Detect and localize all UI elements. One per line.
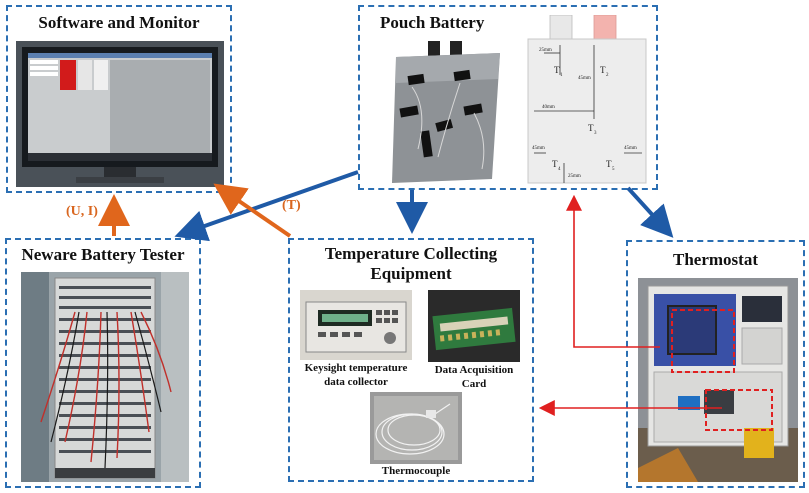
keysight-caption-line1: Keysight temperature (304, 362, 408, 374)
svg-text:T: T (600, 65, 606, 75)
arrow-label-t: (T) (282, 198, 301, 213)
keysight-caption-line2: data collector (324, 376, 388, 388)
sensor-t4-label: T 4 (552, 159, 561, 172)
data-acquisition-card-photo (428, 290, 520, 362)
software-monitor-title: Software and Monitor (38, 13, 200, 32)
temperature-equipment-title-line2: Equipment (370, 264, 452, 283)
svg-text:2: 2 (606, 73, 609, 78)
pouch-battery-schematic: 25mm 45mm 40mm 45mm 45mm 25mm T 1 T 2 T … (520, 15, 656, 187)
thermostat-box: Thermostat (626, 240, 805, 488)
dim-label-6: 25mm (568, 174, 581, 179)
svg-text:4: 4 (558, 167, 561, 172)
svg-text:1: 1 (560, 73, 563, 78)
dim-label-1: 25mm (539, 48, 552, 53)
thermocouple-photo (370, 392, 462, 464)
arrow-pouch-to-thermostat (626, 186, 674, 238)
sensor-t2-label: T 2 (600, 65, 609, 78)
daq-caption-line1: Data Acquisition (434, 364, 514, 376)
pouch-battery-box: Pouch Battery (358, 5, 658, 190)
daq-caption-line2: Card (461, 378, 487, 390)
svg-text:T: T (588, 123, 594, 133)
dim-label-5: 45mm (624, 146, 637, 151)
svg-text:T: T (554, 65, 560, 75)
pouch-battery-title: Pouch Battery (380, 13, 485, 32)
neware-tester-box: Neware Battery Tester (5, 238, 201, 488)
software-monitor-box: Software and Monitor (6, 5, 232, 193)
svg-text:T: T (606, 159, 612, 169)
pouch-battery-photo (388, 39, 506, 185)
svg-text:T: T (552, 159, 558, 169)
dim-label-4: 45mm (532, 146, 545, 151)
arrow-label-ui: (U, I) (66, 204, 98, 219)
monitor-photo (16, 41, 224, 187)
temperature-equipment-title-line1: Temperature Collecting (324, 244, 498, 263)
neware-tester-title: Neware Battery Tester (21, 245, 185, 264)
dim-label-2: 45mm (578, 76, 591, 81)
sensor-t3-label: T 3 (588, 123, 597, 136)
dim-label-3: 40mm (542, 105, 555, 110)
svg-text:3: 3 (594, 131, 597, 136)
sensor-t1-label: T 1 (554, 65, 563, 78)
arrow-temperature-to-software (213, 183, 292, 238)
thermostat-title: Thermostat (673, 250, 758, 269)
sensor-t5-label: T 5 (606, 159, 615, 172)
thermocouple-caption: Thermocouple (381, 465, 451, 477)
keysight-collector-photo (300, 290, 412, 360)
thermostat-photo (638, 278, 798, 482)
svg-text:5: 5 (612, 167, 615, 172)
temperature-equipment-box: Temperature Collecting Equipment Keysigh… (288, 238, 534, 482)
neware-tester-photo (21, 272, 189, 482)
